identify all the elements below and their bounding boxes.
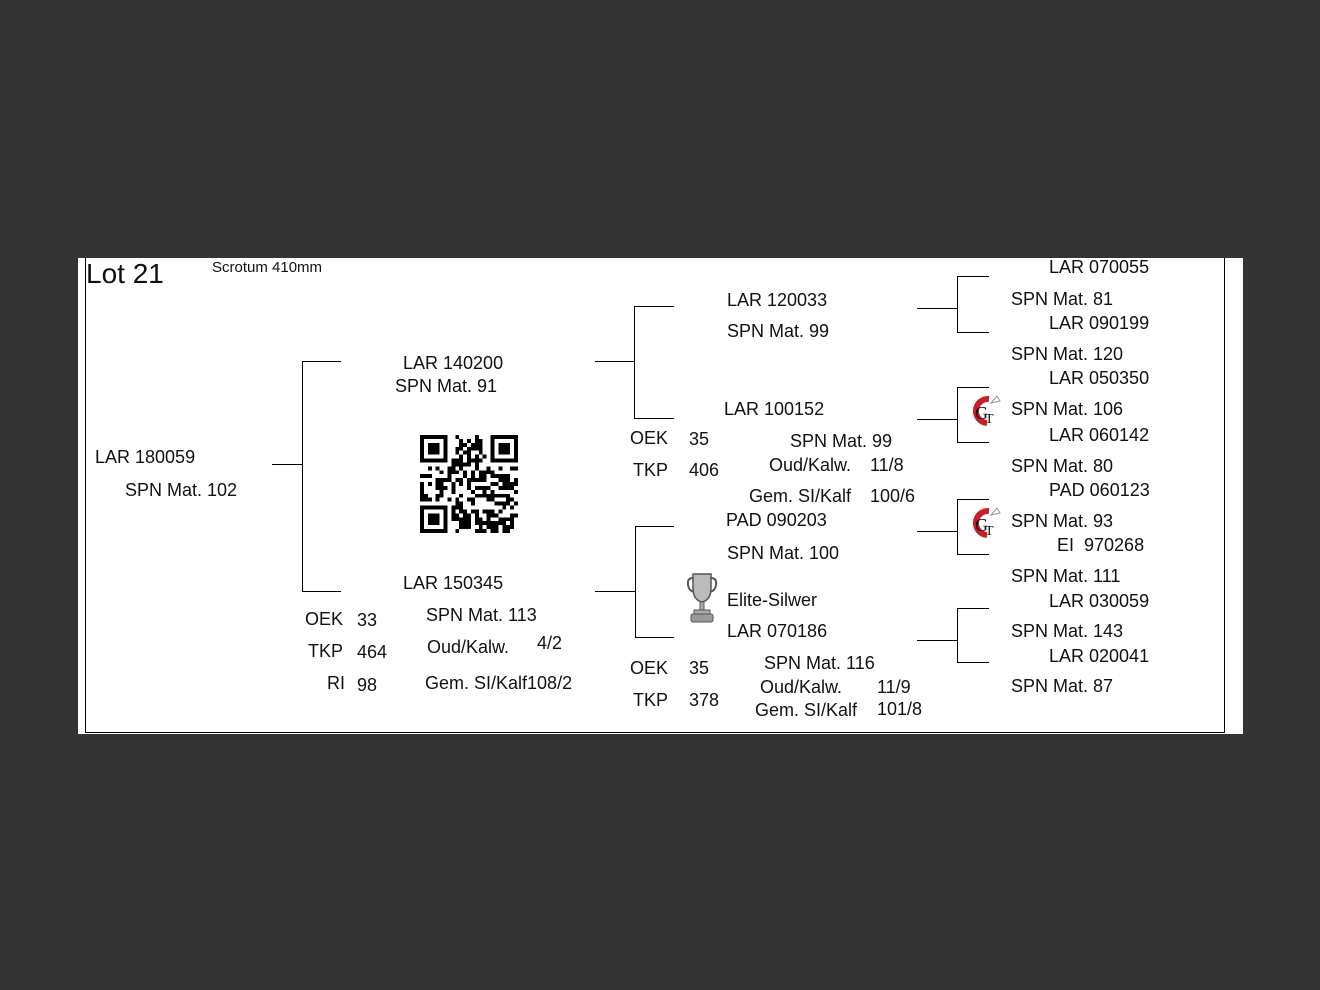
ss-spn: SPN Mat. 99 bbox=[727, 321, 830, 341]
dam-spn: SPN Mat. 113 bbox=[426, 605, 537, 625]
svg-text:T: T bbox=[985, 524, 994, 539]
animal-spn: SPN Mat. 102 bbox=[125, 480, 238, 500]
sd-id: LAR 100152 bbox=[724, 399, 825, 419]
dam-oek-label: OEK bbox=[305, 609, 344, 629]
g3-spn: SPN Mat. 87 bbox=[1011, 676, 1114, 696]
g3-id: LAR 070055 bbox=[1049, 257, 1150, 277]
g3-id: PAD 060123 bbox=[1049, 480, 1150, 500]
dd-tkp-label: TKP bbox=[633, 690, 669, 710]
g3-spn: SPN Mat. 81 bbox=[1011, 289, 1114, 309]
sd-gem: 100/6 bbox=[870, 486, 916, 506]
dam-tkp: 464 bbox=[357, 642, 388, 662]
g3-spn: SPN Mat. 143 bbox=[1011, 621, 1124, 641]
sd-spn: SPN Mat. 99 bbox=[790, 431, 893, 451]
ss-id: LAR 120033 bbox=[727, 290, 828, 310]
dd-tkp: 378 bbox=[689, 690, 720, 710]
dd-oek: 35 bbox=[689, 658, 710, 678]
pedigree-sheet bbox=[78, 258, 1243, 734]
animal-id: LAR 180059 bbox=[95, 447, 196, 467]
g3-spn: SPN Mat. 111 bbox=[1011, 566, 1121, 586]
dd-gem: 101/8 bbox=[877, 699, 923, 719]
svg-text:G: G bbox=[975, 403, 988, 423]
dd-oud-label: Oud/Kalw. bbox=[760, 677, 843, 697]
ds-award: Elite-Silwer bbox=[727, 590, 818, 610]
g3-spn: SPN Mat. 80 bbox=[1011, 456, 1114, 476]
g3-id: LAR 030059 bbox=[1049, 591, 1150, 611]
dam-tkp-label: TKP bbox=[308, 641, 344, 661]
g3-id: LAR 020041 bbox=[1049, 646, 1150, 666]
qr-code[interactable] bbox=[420, 435, 518, 533]
g3-spn: SPN Mat. 120 bbox=[1011, 344, 1124, 364]
g3-id: LAR 060142 bbox=[1049, 425, 1150, 445]
trophy-icon bbox=[686, 573, 718, 623]
dd-spn: SPN Mat. 116 bbox=[764, 653, 875, 673]
dd-gem-label: Gem. SI/Kalf bbox=[755, 700, 858, 720]
scrotum: Scrotum 410mm bbox=[212, 259, 323, 276]
sd-oud-label: Oud/Kalw. bbox=[769, 455, 852, 475]
gt-logo-icon: G T bbox=[973, 507, 1001, 539]
g3-id: LAR 090199 bbox=[1049, 313, 1150, 333]
g3-spn: SPN Mat. 106 bbox=[1011, 399, 1124, 419]
dam-gem: Gem. SI/Kalf108/2 bbox=[425, 673, 573, 693]
dam-ri-label: RI bbox=[327, 673, 345, 693]
svg-text:T: T bbox=[985, 412, 994, 427]
g3-id: EI 970268 bbox=[1057, 535, 1145, 555]
dd-id: LAR 070186 bbox=[727, 621, 828, 641]
sire-id: LAR 140200 bbox=[403, 353, 504, 373]
dam-oud: 4/2 bbox=[537, 633, 563, 653]
sd-gem-label: Gem. SI/Kalf bbox=[749, 486, 852, 506]
sd-tkp: 406 bbox=[689, 460, 720, 480]
sd-tkp-label: TKP bbox=[633, 460, 669, 480]
svg-text:G: G bbox=[975, 515, 988, 535]
dd-oud: 11/9 bbox=[877, 677, 911, 697]
g3-id: LAR 050350 bbox=[1049, 368, 1150, 388]
dd-oek-label: OEK bbox=[630, 658, 669, 678]
gt-logo-icon: G T bbox=[973, 395, 1001, 427]
dam-id: LAR 150345 bbox=[403, 573, 504, 593]
ds-spn: SPN Mat. 100 bbox=[727, 543, 840, 563]
sd-oek-label: OEK bbox=[630, 428, 669, 448]
sire-spn: SPN Mat. 91 bbox=[395, 376, 498, 396]
sd-oud: 11/8 bbox=[870, 455, 904, 475]
dam-ri: 98 bbox=[357, 675, 378, 695]
ds-id: PAD 090203 bbox=[726, 510, 827, 530]
lot-number: Lot 21 bbox=[86, 258, 164, 289]
dam-oek: 33 bbox=[357, 610, 378, 630]
g3-spn: SPN Mat. 93 bbox=[1011, 511, 1114, 531]
dam-oud-label: Oud/Kalw. bbox=[427, 637, 510, 657]
pedigree-frame bbox=[85, 258, 1225, 733]
sd-oek: 35 bbox=[689, 429, 710, 449]
